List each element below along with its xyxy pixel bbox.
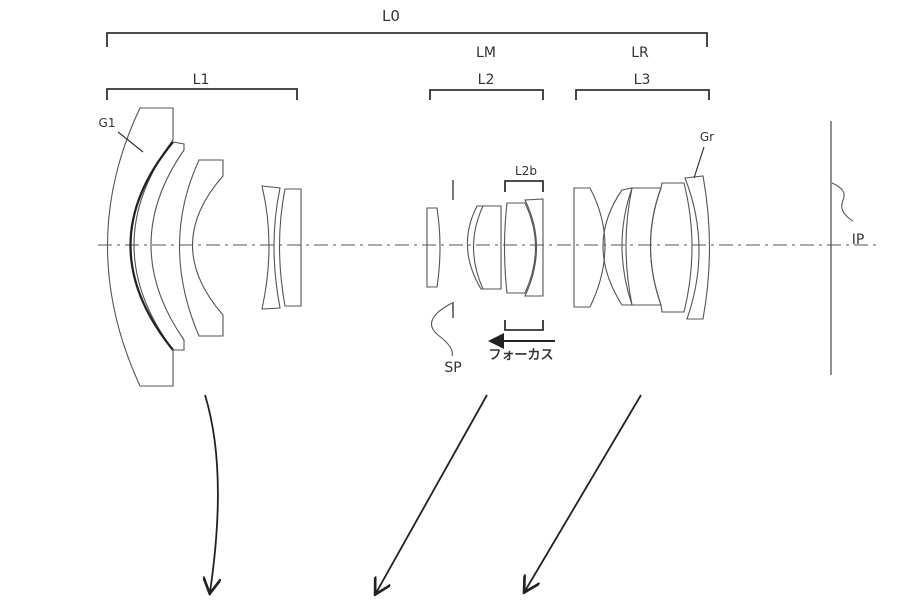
lens-2d [524, 198, 544, 297]
arrow-L3 [525, 394, 642, 591]
bracket-L2 [429, 89, 544, 100]
label-SP: SP [444, 360, 462, 376]
bracket-L2b [504, 180, 544, 192]
lens-3a [573, 187, 606, 308]
lens-1b-surface [129, 141, 174, 351]
leader-G1 [117, 131, 144, 153]
lens-1d [261, 185, 281, 310]
label-G1: G1 [98, 116, 116, 130]
leader-Gr [693, 146, 705, 179]
lens-2a [426, 207, 441, 288]
label-L2b: L2b [515, 164, 537, 178]
bracket-L0 [106, 32, 708, 47]
leader-SP [430, 302, 453, 357]
lens-1c [178, 159, 224, 337]
arrow-L1 [205, 394, 218, 592]
bracket-L3 [575, 89, 710, 100]
label-LR: LR [631, 45, 649, 61]
label-LM: LM [476, 45, 496, 61]
lens-Gr [684, 175, 711, 320]
lens-G1 [106, 107, 174, 387]
lens-2c [503, 202, 537, 294]
bracket-L1 [106, 88, 298, 100]
label-focus: フォーカス [488, 348, 554, 363]
lens-1b [150, 141, 185, 351]
label-Gr: Gr [699, 130, 715, 144]
label-L3: L3 [633, 72, 651, 88]
label-L2: L2 [477, 72, 495, 88]
lens-3d [649, 182, 693, 313]
lens-1e [278, 188, 302, 307]
leader-IP [831, 182, 854, 222]
bracket-L2b-lower [504, 320, 544, 331]
lens-2b [466, 205, 502, 290]
label-L0: L0 [382, 7, 400, 25]
label-L1: L1 [192, 72, 210, 88]
lens-3b [602, 187, 633, 306]
arrow-L2 [376, 394, 488, 593]
label-IP: IP [851, 232, 865, 248]
lens-2b-surface [472, 205, 484, 290]
